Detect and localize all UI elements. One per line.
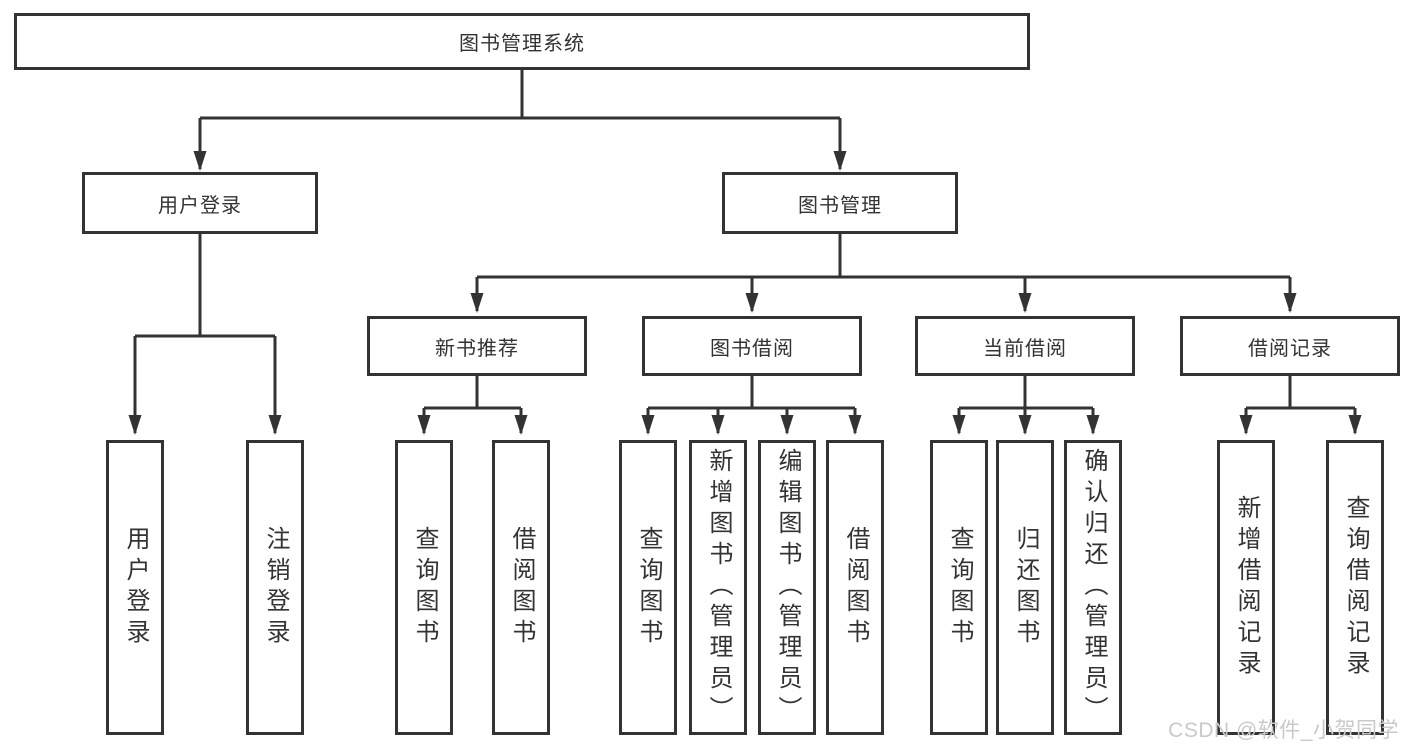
leaf-label: 用户登录	[122, 525, 149, 650]
leaf-query-books-3: 查询图书	[930, 440, 988, 735]
node-current-borrow: 当前借阅	[915, 316, 1135, 376]
leaf-label: 查询图书	[635, 525, 662, 650]
leaf-label: 借阅图书	[842, 525, 869, 650]
leaf-label: 编辑图书（管理员）	[774, 448, 801, 727]
node-label: 借阅记录	[1248, 337, 1332, 360]
node-borrow-records: 借阅记录	[1180, 316, 1400, 376]
leaf-edit-book-admin: 编辑图书（管理员）	[758, 440, 816, 735]
leaf-label: 新增借阅记录	[1233, 494, 1260, 681]
leaf-borrow-books-1: 借阅图书	[492, 440, 550, 735]
leaf-label: 归还图书	[1012, 525, 1039, 650]
leaf-add-book-admin: 新增图书（管理员）	[689, 440, 747, 735]
leaf-label: 查询图书	[946, 525, 973, 650]
node-book-borrow: 图书借阅	[642, 316, 862, 376]
leaf-label: 确认归还（管理员）	[1080, 448, 1107, 727]
leaf-query-books-2: 查询图书	[619, 440, 677, 735]
connector-trunks	[135, 70, 1355, 410]
leaf-confirm-return-admin: 确认归还（管理员）	[1064, 440, 1122, 735]
csdn-watermark: CSDN @软件_小贺同学	[1168, 719, 1399, 742]
leaf-label: 查询图书	[411, 525, 438, 650]
leaf-query-books-1: 查询图书	[395, 440, 453, 735]
node-label: 当前借阅	[983, 337, 1067, 360]
node-label: 图书管理系统	[459, 33, 585, 55]
node-book-management: 图书管理	[722, 172, 958, 234]
leaf-logout: 注销登录	[246, 440, 304, 735]
leaf-label: 借阅图书	[508, 525, 535, 650]
node-label: 用户登录	[158, 194, 242, 217]
leaf-borrow-books-2: 借阅图书	[826, 440, 884, 735]
node-user-login-group: 用户登录	[82, 172, 318, 234]
leaf-user-login: 用户登录	[106, 440, 164, 735]
leaf-label: 注销登录	[262, 525, 289, 650]
node-library-management-system: 图书管理系统	[14, 13, 1030, 70]
leaf-label: 新增图书（管理员）	[705, 448, 732, 727]
node-label: 图书管理	[798, 194, 882, 217]
node-label: 图书借阅	[710, 337, 794, 360]
leaf-query-borrow-record: 查询借阅记录	[1326, 440, 1384, 735]
node-label: 新书推荐	[435, 337, 519, 360]
leaf-label: 查询借阅记录	[1342, 494, 1369, 681]
node-new-book-recommend: 新书推荐	[367, 316, 587, 376]
leaf-return-book: 归还图书	[996, 440, 1054, 735]
leaf-add-borrow-record: 新增借阅记录	[1217, 440, 1275, 735]
